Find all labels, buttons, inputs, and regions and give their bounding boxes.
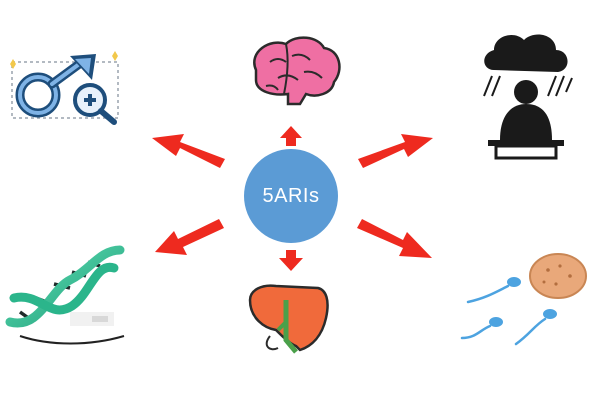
arrow-upper-right bbox=[358, 134, 433, 168]
arrow-up bbox=[280, 126, 302, 146]
brain-icon bbox=[253, 36, 341, 106]
dna-helix-icon bbox=[5, 245, 125, 345]
arrows bbox=[152, 126, 433, 271]
center-label: 5ARIs bbox=[262, 184, 320, 207]
arrow-lower-right bbox=[357, 219, 432, 258]
liver-icon bbox=[248, 284, 329, 354]
depressed-person-icon bbox=[483, 34, 573, 160]
arrow-down bbox=[279, 250, 303, 271]
male-symbol-magnifier-icon bbox=[10, 51, 119, 125]
arrow-upper-left bbox=[152, 134, 225, 168]
sperm-egg-icon bbox=[460, 253, 587, 346]
arrow-lower-left bbox=[155, 219, 224, 255]
center-circle bbox=[244, 149, 338, 243]
